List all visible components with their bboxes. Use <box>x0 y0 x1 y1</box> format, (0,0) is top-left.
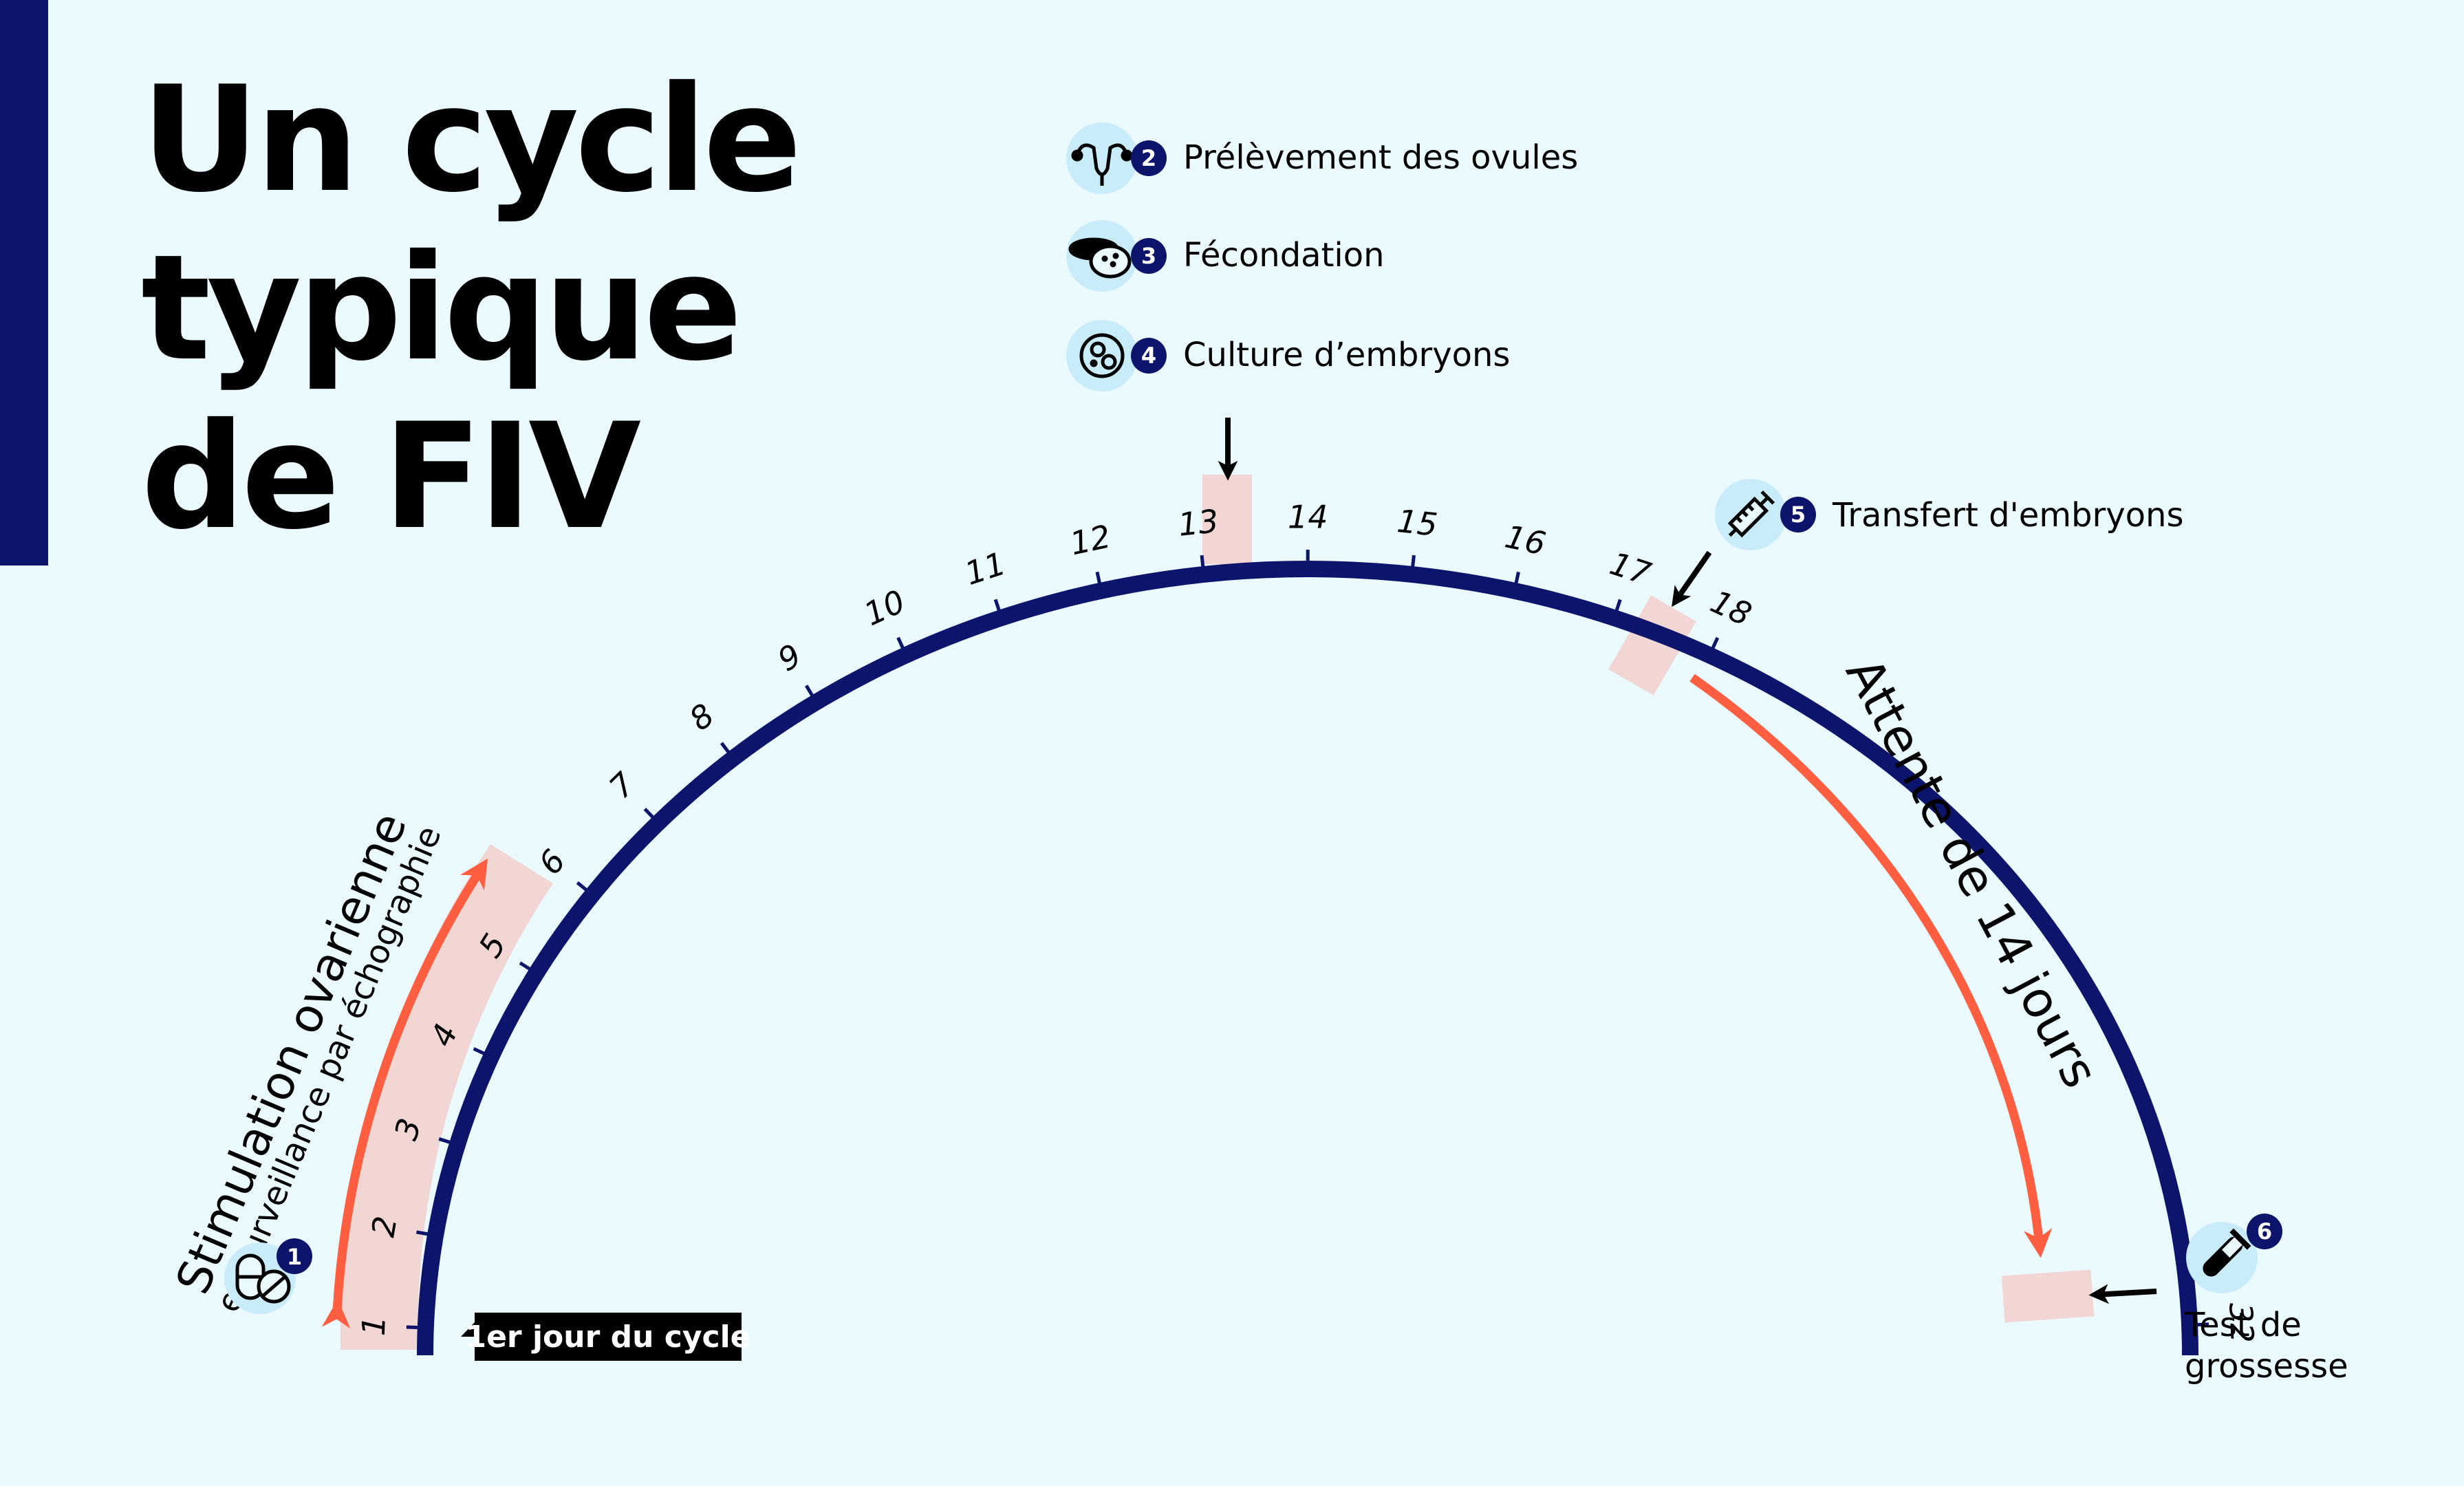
step-4-label: Culture d’embryons <box>1183 336 1510 374</box>
step-6-badge <box>2247 1214 2282 1249</box>
pills-icon <box>235 1253 291 1304</box>
day-32-highlight <box>2001 1269 2095 1323</box>
day-tick <box>1200 554 1205 570</box>
embryo-cells-icon <box>1079 333 1125 378</box>
step-2-badge <box>1131 140 1167 176</box>
day-label-16: 16 <box>1502 517 1549 562</box>
day-label-12: 12 <box>1067 517 1114 562</box>
step-2-number: 2 <box>1141 145 1156 171</box>
day-tick <box>1513 571 1520 586</box>
day-label-1: 1 <box>355 1315 393 1336</box>
day-tick <box>896 636 906 651</box>
first-day-label-pointer <box>461 1321 476 1353</box>
day-label-9: 9 <box>771 636 808 678</box>
test-tube-icon <box>2203 1228 2251 1277</box>
step-2-label: Prélèvement des ovules <box>1183 138 1578 177</box>
waiting-label: Attente de 14 jours <box>1835 648 2110 1097</box>
day-tick <box>576 881 590 893</box>
day-tick <box>1710 636 1720 652</box>
day-18-highlight <box>1608 595 1696 696</box>
day-label-14: 14 <box>1288 498 1328 535</box>
day-tick <box>720 742 732 755</box>
pregnancy-test-label-line-2: grossesse <box>2185 1347 2348 1386</box>
day-tick <box>473 1047 487 1057</box>
day-label-8: 8 <box>682 696 721 738</box>
step-3-number: 3 <box>1141 243 1156 269</box>
step-1-marker: 1 <box>224 1238 312 1314</box>
page-title: Un cycle typique de FIV <box>141 54 802 561</box>
day-tick <box>438 1137 453 1145</box>
day-tick <box>1095 571 1102 586</box>
day-label-7: 7 <box>602 765 642 806</box>
step-5-number: 5 <box>1791 502 1806 528</box>
day-tick <box>1410 554 1416 570</box>
step-4-badge <box>1131 338 1167 374</box>
day-tick <box>805 685 815 699</box>
day-14-highlight <box>1202 475 1252 564</box>
day-label-11: 11 <box>960 544 1011 592</box>
cycle-arc <box>417 561 2198 1356</box>
day-tick <box>406 1325 420 1330</box>
day-18-pointer-arrow <box>1672 550 1712 607</box>
step-5-label: Transfert d'embryons <box>1832 496 2183 535</box>
day-label-17: 17 <box>1606 545 1656 593</box>
day-tick <box>643 808 656 821</box>
day-label-32: 32 <box>2222 1302 2260 1344</box>
stimulation-arrow <box>321 859 488 1329</box>
step-5-marker: 5 Transfert d'embryons <box>1715 479 2183 550</box>
day-32-pointer-arrow <box>2088 1284 2157 1304</box>
step-1-number: 1 <box>287 1244 302 1270</box>
day-label-10: 10 <box>858 583 911 633</box>
day-tick <box>993 599 1002 614</box>
step-2-marker: 2 Prélèvement des ovules <box>1066 122 1578 194</box>
step-4-number: 4 <box>1141 343 1156 369</box>
petri-dish-icon <box>1068 237 1132 279</box>
day-tick <box>415 1230 431 1236</box>
syringe-icon <box>1727 490 1775 538</box>
day-tick <box>1614 599 1622 614</box>
day-tick <box>2194 1322 2209 1327</box>
step-1-badge <box>277 1238 312 1274</box>
page-title-line-2: typique <box>141 223 742 393</box>
step-6-marker: 6 Test de grossesse <box>2184 1214 2348 1386</box>
day-label-18: 18 <box>1705 583 1758 633</box>
step-3-marker: 3 Fécondation <box>1066 220 1385 292</box>
step-3-badge <box>1131 238 1167 274</box>
step-6-number: 6 <box>2257 1218 2272 1245</box>
day-label-13: 13 <box>1176 502 1220 543</box>
waiting-arrow <box>1689 674 2053 1258</box>
accent-bar <box>0 0 48 566</box>
page-title-line-3: de FIV <box>141 391 641 561</box>
day-tick <box>519 961 533 972</box>
day-label-15: 15 <box>1395 502 1439 543</box>
uterus-icon <box>1071 143 1133 186</box>
first-day-label-box <box>475 1313 742 1361</box>
first-day-label: 1er jour du cycle <box>465 1320 750 1355</box>
page-title-line-1: Un cycle <box>141 54 802 224</box>
step-3-label: Fécondation <box>1183 236 1385 274</box>
step-4-marker: 4 Culture d’embryons <box>1066 320 1510 391</box>
pregnancy-test-label-line-1: Test de <box>2184 1306 2302 1344</box>
step-5-badge <box>1780 497 1816 532</box>
